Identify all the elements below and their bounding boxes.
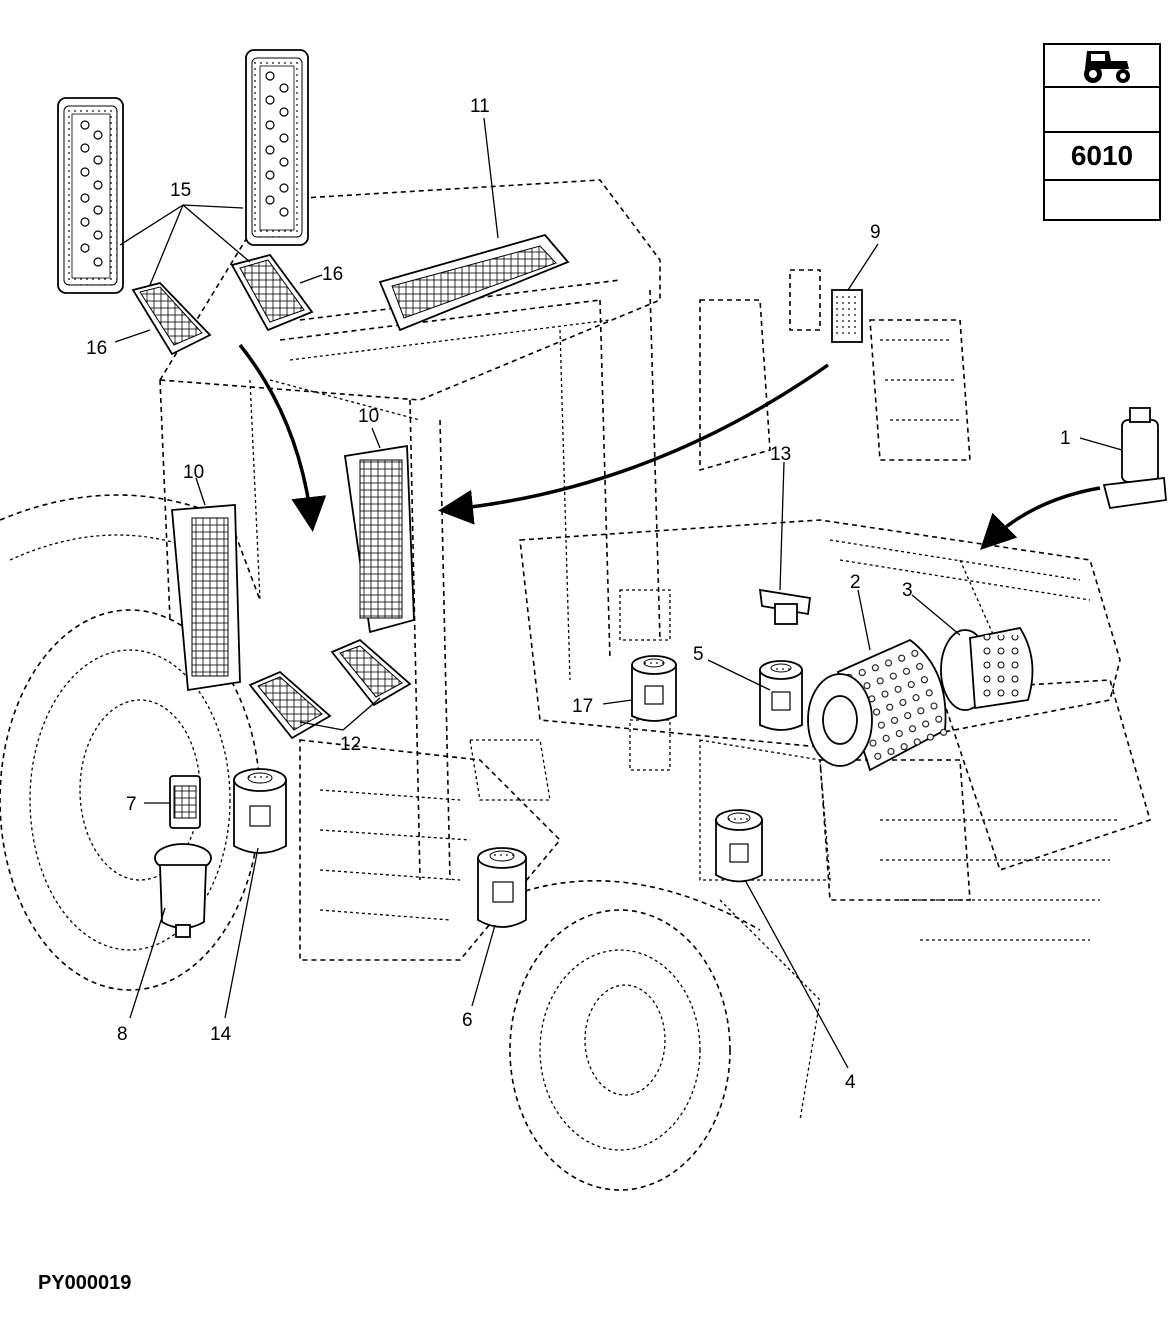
part-3-safety-filter xyxy=(940,626,1034,711)
callout-8: 8 xyxy=(117,1024,128,1045)
callout-16-right: 16 xyxy=(322,264,343,285)
leader-lines xyxy=(114,117,1123,1069)
part-5-filter xyxy=(759,660,803,731)
callout-2: 2 xyxy=(850,572,861,593)
part-14-filter xyxy=(233,768,287,854)
figure-code: PY000019 xyxy=(38,1272,132,1294)
callout-numbers: 1 2 3 4 5 6 7 8 9 10 10 11 12 13 14 15 1… xyxy=(86,96,1071,1093)
part-16-mesh-filter-right xyxy=(230,253,314,332)
callout-3: 3 xyxy=(902,580,913,601)
part-16-mesh-filter-left xyxy=(131,281,212,356)
direction-arrows xyxy=(238,343,1101,550)
callout-14: 14 xyxy=(210,1024,232,1045)
part-15-cab-filter-right xyxy=(245,49,309,246)
callout-10-right: 10 xyxy=(358,406,379,427)
callout-11: 11 xyxy=(470,96,490,117)
callout-9: 9 xyxy=(870,222,881,243)
callout-15: 15 xyxy=(170,180,191,201)
callout-7: 7 xyxy=(126,794,137,815)
callout-13: 13 xyxy=(770,444,791,465)
callout-16-left: 16 xyxy=(86,338,107,359)
part-12-filter-pad-a xyxy=(248,670,332,740)
part-4-filter xyxy=(715,809,763,883)
callout-17: 17 xyxy=(572,696,593,717)
callout-1: 1 xyxy=(1060,428,1071,449)
part-6-filter xyxy=(477,847,527,928)
part-10-grille-right xyxy=(343,444,415,634)
part-13-tee-fitting xyxy=(758,588,812,625)
part-7-inline-filter xyxy=(169,775,201,829)
tractor-icon xyxy=(1084,51,1130,83)
part-9-pad xyxy=(831,289,863,343)
part-10-grille-left xyxy=(171,504,241,692)
badge-blank-cell-2 xyxy=(1045,181,1159,219)
part-12-filter-pad-b xyxy=(330,638,412,707)
badge-icon-cell xyxy=(1045,45,1159,88)
part-15-cab-filter-left xyxy=(57,97,124,294)
callout-12: 12 xyxy=(340,734,361,755)
badge-model-number: 6010 xyxy=(1045,133,1159,181)
part-11-roof-grille xyxy=(378,233,570,332)
callout-6: 6 xyxy=(462,1010,473,1031)
callout-4: 4 xyxy=(845,1072,856,1093)
part-8-sediment-bowl xyxy=(154,843,212,938)
part-2-air-filter xyxy=(807,638,950,772)
callout-10-left: 10 xyxy=(183,462,204,483)
badge-blank-cell-1 xyxy=(1045,88,1159,133)
part-17-filter xyxy=(631,655,677,722)
callout-5: 5 xyxy=(693,644,704,665)
model-badge: 6010 xyxy=(1043,43,1161,221)
part-1-fuel-pump xyxy=(1102,407,1167,510)
